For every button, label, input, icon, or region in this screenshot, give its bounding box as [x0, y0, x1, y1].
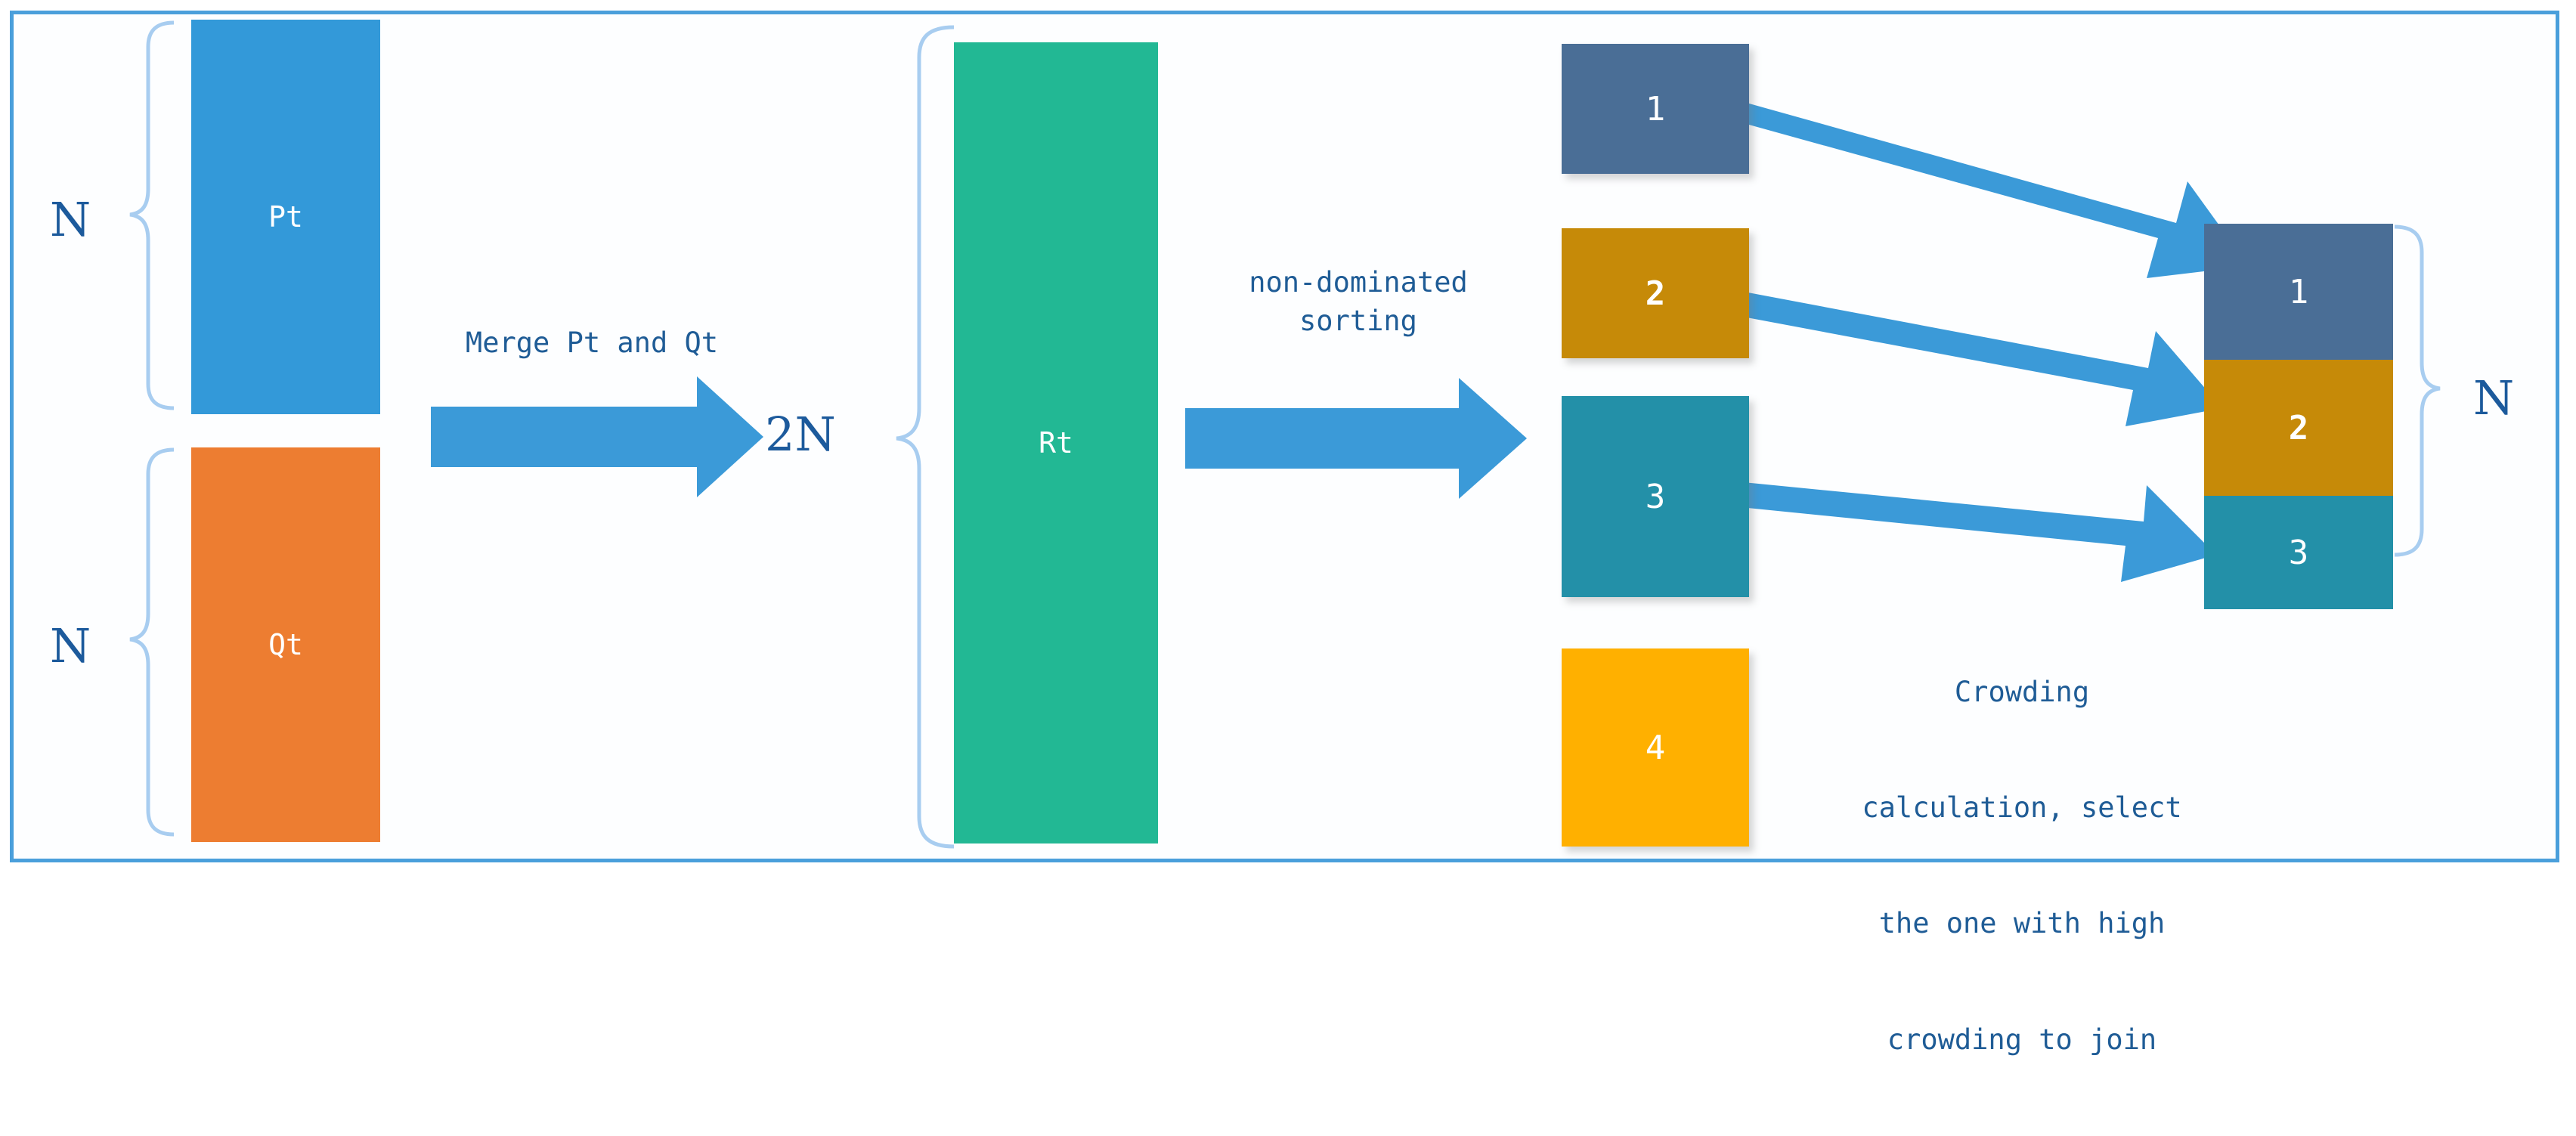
- population-block-pt[interactable]: Pt: [191, 20, 380, 414]
- result-rank-label-2: 2: [2288, 408, 2309, 447]
- brace-label-result-n: N: [2473, 370, 2515, 426]
- result-box-1[interactable]: 1: [2204, 224, 2393, 360]
- step-label-merge: Merge Pt and Qt: [465, 327, 719, 359]
- diagram-canvas: N N Pt Qt Merge Pt and Qt 2N Rt non-domi…: [10, 11, 2559, 1056]
- population-label-qt: Qt: [268, 628, 303, 661]
- front-box-3[interactable]: 3: [1562, 396, 1749, 597]
- front-rank-label-2: 2: [1645, 274, 1666, 313]
- caption-crowding: Crowding calculation, select the one wit…: [1810, 596, 2234, 1136]
- result-rank-label-1: 1: [2288, 272, 2309, 311]
- merged-label-rt: Rt: [1039, 426, 1073, 460]
- merged-block-rt[interactable]: Rt: [954, 42, 1158, 843]
- caption-line-3: the one with high: [1878, 907, 2166, 940]
- caption-line-1: Crowding: [1954, 676, 2090, 709]
- front-rank-label-1: 1: [1645, 89, 1666, 128]
- brace-label-qt-n: N: [50, 618, 91, 673]
- population-block-qt[interactable]: Qt: [191, 447, 380, 842]
- front-rank-label-3: 3: [1645, 477, 1666, 516]
- result-box-2[interactable]: 2: [2204, 360, 2393, 496]
- merged-size-label-2n: 2N: [765, 407, 836, 462]
- result-box-3[interactable]: 3: [2204, 496, 2393, 609]
- population-label-pt: Pt: [268, 200, 303, 234]
- front-box-2[interactable]: 2: [1562, 228, 1749, 358]
- front-box-1[interactable]: 1: [1562, 44, 1749, 174]
- caption-line-4: crowding to join: [1887, 1023, 2157, 1056]
- front-box-4[interactable]: 4: [1562, 648, 1749, 847]
- result-rank-label-3: 3: [2288, 533, 2309, 572]
- caption-line-2: calculation, select: [1862, 791, 2182, 825]
- front-rank-label-4: 4: [1645, 728, 1666, 767]
- step-label-sorting: non-dominated sorting: [1249, 266, 1468, 338]
- brace-label-pt-n: N: [50, 192, 91, 247]
